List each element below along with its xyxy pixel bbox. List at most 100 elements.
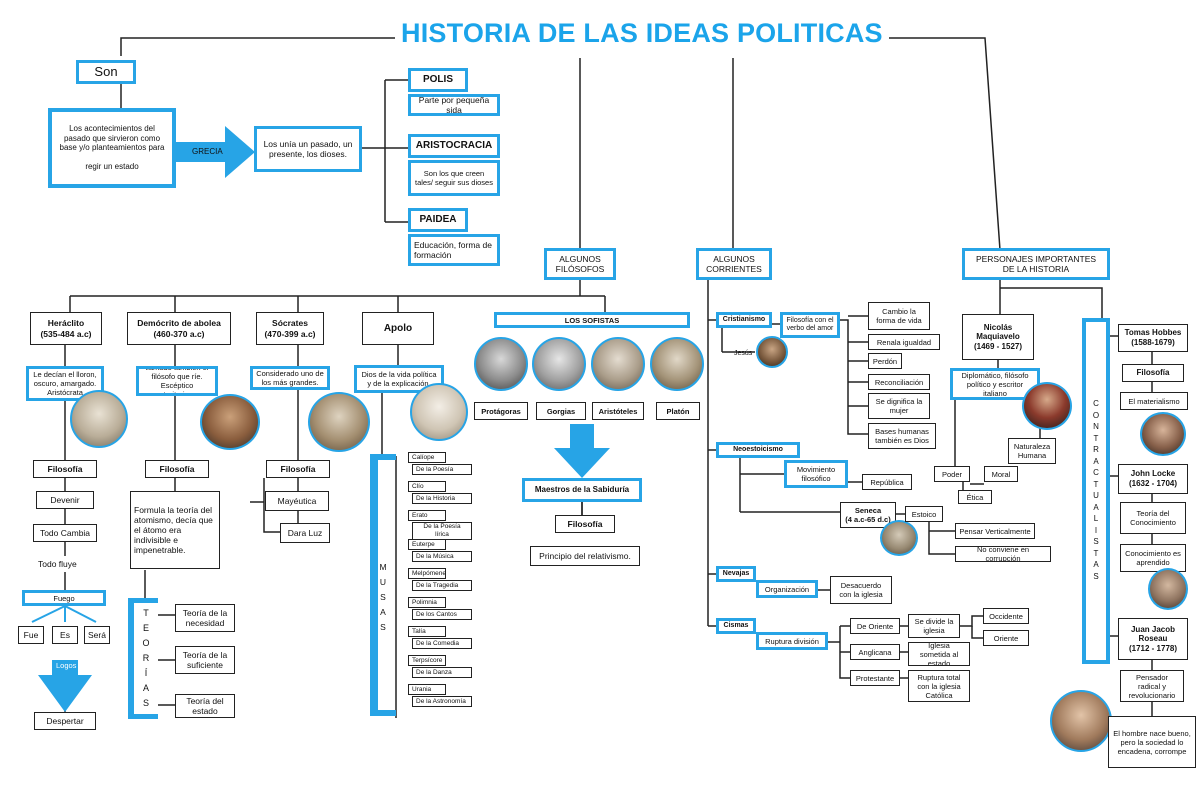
- hobbes-portrait: [1140, 412, 1186, 456]
- neoestoicismo-item: Pensar Verticalmente: [955, 523, 1035, 539]
- cisma-desc: Iglesia sometida al estado: [908, 642, 970, 666]
- musa-name: Polimnia: [408, 597, 446, 608]
- musa-name: Urania: [408, 684, 446, 695]
- locke-portrait: [1148, 568, 1188, 610]
- neoestoicismo-label: Neoestoicismo: [716, 442, 800, 458]
- logos-label: Logos: [56, 661, 77, 670]
- locke-name: John Locke (1632 - 1704): [1118, 464, 1188, 494]
- filosofos-header: ALGUNOS FILÓSOFOS: [544, 248, 616, 280]
- tiempo-es: Es: [52, 626, 78, 644]
- socrates-filosofia: Filosofía: [266, 460, 330, 478]
- nevajas-label: Nevajas: [716, 566, 756, 582]
- musa-name: Erato: [408, 510, 446, 521]
- cristianismo-item: Perdón: [868, 353, 902, 369]
- cisma-side: Oriente: [983, 630, 1029, 646]
- aristoteles-portrait: [591, 337, 645, 391]
- despertar-box: Despertar: [34, 712, 96, 730]
- poder-box: Poder: [934, 466, 970, 482]
- democrito-name: Demócrito de abolea (460-370 a.c): [127, 312, 231, 345]
- musa-name: Terpsícore: [408, 655, 446, 666]
- seneca-portrait: [880, 520, 918, 556]
- socrates-item: Mayéutica: [265, 491, 329, 511]
- ruptura-box: Ruptura división: [756, 632, 828, 650]
- locke-conocimiento: Conocimiento es aprendido: [1120, 544, 1186, 572]
- heraclito-item: Todo fluye: [38, 559, 77, 569]
- page-title: HISTORIA DE LAS IDEAS POLITICAS: [395, 18, 889, 49]
- contractualistas-label: C O N T R A C T U A L I S T A S: [1092, 399, 1100, 581]
- musa-domain: De la Comedia: [412, 638, 472, 649]
- apolo-portrait: [410, 383, 468, 441]
- fuego-box: Fuego: [22, 590, 106, 606]
- polis-label: POLIS: [408, 68, 468, 92]
- cisma-type: Protestante: [850, 670, 900, 686]
- paidea-desc: Educación, forma de formación: [408, 234, 500, 266]
- logos-arrow: [38, 660, 92, 712]
- cisma-type: De Oriente: [850, 618, 900, 634]
- cisma-desc: Se divide la iglesia: [908, 614, 960, 638]
- grecia-label: GRECIA: [192, 147, 223, 156]
- paidea-label: PAIDEA: [408, 208, 468, 232]
- gorgias-portrait: [532, 337, 586, 391]
- teorias-label: T E O R Í A S: [142, 608, 150, 708]
- musa-domain: De la Historia: [412, 493, 472, 504]
- tiempo-sera: Será: [84, 626, 110, 644]
- heraclito-item: Todo Cambia: [33, 524, 97, 542]
- republica-box: República: [862, 474, 912, 490]
- corrientes-header: ALGUNOS CORRIENTES: [696, 248, 772, 280]
- cristianismo-filosofia: Filosofía con el verbo del amor: [780, 312, 840, 338]
- principio-box: Principio del relativismo.: [530, 546, 640, 566]
- democrito-desc: llamado también el filósofo que ríe. Esc…: [136, 366, 218, 396]
- rousseau-name: Juan Jacob Roseau (1712 - 1778): [1118, 618, 1188, 660]
- neoestoicismo-item: No conviene en corrupción: [955, 546, 1051, 562]
- socrates-desc: Considerado uno de los más grandes.: [250, 366, 330, 390]
- movimiento-box: Movimiento filosófico: [784, 460, 848, 488]
- hobbes-materialismo: El materialismo: [1120, 392, 1188, 410]
- sofista-name: Protágoras: [474, 402, 528, 420]
- musa-name: Talía: [408, 626, 446, 637]
- definition-box: Los acontecimientos del pasado que sirvi…: [48, 108, 176, 188]
- cristianismo-item: Bases humanas también es Dios: [868, 423, 936, 449]
- musa-domain: De la Poesía lírica: [412, 522, 472, 540]
- socrates-portrait: [308, 392, 370, 452]
- teoria-item: Teoría de la suficiente: [175, 646, 235, 674]
- musa-domain: De la Astronomía: [412, 696, 472, 707]
- democrito-filosofia: Filosofía: [145, 460, 209, 478]
- musa-name: Melpómene: [408, 568, 446, 579]
- socrates-name: Sócrates (470-399 a.c): [256, 312, 324, 345]
- seneca-name: Seneca (4 a.c-65 d.c): [840, 502, 896, 528]
- teoria-item: Teoría del estado: [175, 694, 235, 718]
- musa-domain: De la Danza: [412, 667, 472, 678]
- maquiavelo-name: Nicolás Maquiavelo (1469 - 1527): [962, 314, 1034, 360]
- aristocracia-label: ARISTOCRACIA: [408, 134, 500, 158]
- sofistas-arrow: [554, 424, 610, 478]
- cisma-desc: Ruptura total con la iglesia Católica: [908, 670, 970, 702]
- apolo-name: Apolo: [362, 312, 434, 345]
- cristianismo-item: Reconciliación: [868, 374, 930, 390]
- heraclito-portrait: [70, 390, 128, 448]
- naturaleza-box: Naturaleza Humana: [1008, 438, 1056, 464]
- heraclito-item: Devenir: [36, 491, 94, 509]
- heraclito-filosofia: Filosofía: [33, 460, 97, 478]
- estoico-box: Estoico: [905, 506, 943, 522]
- democrito-portrait: [200, 394, 260, 450]
- musa-domain: De la Tragedia: [412, 580, 472, 591]
- maquiavelo-portrait: [1022, 382, 1072, 430]
- musa-name: Clío: [408, 481, 446, 492]
- tiempo-fue: Fue: [18, 626, 44, 644]
- locke-teoria: Teoría del Conocimiento: [1120, 502, 1186, 534]
- cismas-label: Cismas: [716, 618, 756, 634]
- organizacion-box: Organización: [756, 580, 818, 598]
- contractualistas-box: [1082, 318, 1110, 664]
- grecia-arrow: [175, 126, 255, 178]
- socrates-item: Dara Luz: [280, 523, 330, 543]
- heraclito-name: Heráclito (535-484 a.c): [30, 312, 102, 345]
- musas-label: M U S A S: [379, 562, 387, 632]
- sofistas-filosofia: Filosofía: [555, 515, 615, 533]
- cristianismo-label: Cristianismo: [716, 312, 772, 328]
- rousseau-hombre: El hombre nace bueno, pero la sociedad l…: [1108, 716, 1196, 768]
- moral-box: Moral: [984, 466, 1018, 482]
- personajes-header: PERSONAJES IMPORTANTES DE LA HISTORIA: [962, 248, 1110, 280]
- rousseau-pensador: Pensador radical y revolucionario: [1120, 670, 1184, 702]
- cisma-type: Anglicana: [850, 644, 900, 660]
- etica-box: Ética: [958, 490, 992, 504]
